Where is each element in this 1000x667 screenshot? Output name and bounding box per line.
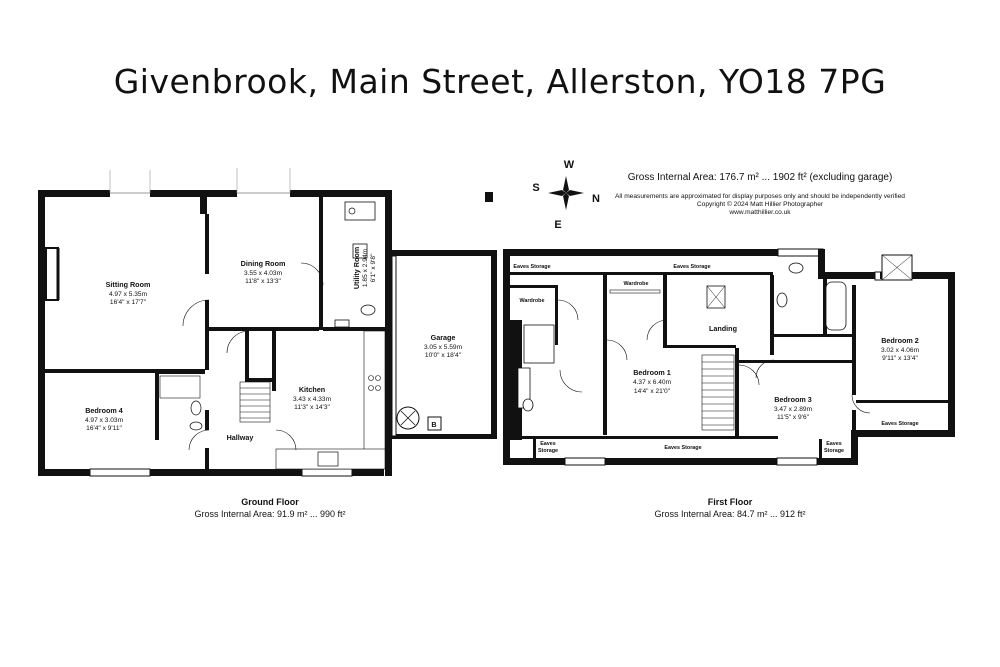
- sitting-room-metric: 4.97 x 5.35m: [109, 291, 148, 298]
- eaves-storage-bottom: Eaves Storage: [664, 445, 701, 451]
- utility-room-imperial: 6'1" x 9'8": [370, 253, 377, 282]
- wardrobe-right: Wardrobe: [624, 281, 649, 287]
- first-floor-caption: First Floor Gross Internal Area: 84.7 m²…: [630, 496, 830, 520]
- eaves-storage-top: Eaves Storage: [673, 264, 710, 270]
- storage-right-word: Storage: [824, 448, 844, 454]
- sitting-room-name: Sitting Room: [106, 280, 151, 289]
- utility-room-metric: 1.85 x 2.94m: [362, 248, 369, 287]
- website-line: www.matthillier.co.uk: [729, 209, 791, 216]
- bedroom2-imperial: 9'11" x 13'4": [882, 355, 918, 362]
- storage-left-word: Storage: [538, 448, 558, 454]
- bedroom2-metric: 3.02 x 4.06m: [881, 347, 920, 354]
- bedroom1-imperial: 14'4" x 21'0": [634, 388, 671, 395]
- boiler-label: B: [431, 420, 436, 429]
- bedroom4-name: Bedroom 4: [85, 406, 123, 415]
- first-floor-plan: [503, 248, 955, 466]
- marker-square: [485, 192, 493, 202]
- eaves-right-word: Eaves: [826, 441, 842, 447]
- dining-room-name: Dining Room: [241, 259, 286, 268]
- garage-name: Garage: [431, 333, 456, 342]
- utility-room-name: Utility Room: [352, 247, 361, 289]
- kitchen-imperial: 11'3" x 14'3": [294, 404, 330, 411]
- ground-floor-title: Ground Floor: [241, 497, 299, 507]
- kitchen-name: Kitchen: [299, 385, 325, 394]
- garage-metric: 3.05 x 5.59m: [424, 344, 463, 351]
- total-gross-area: Gross Internal Area: 176.7 m² ... 1902 f…: [627, 172, 893, 183]
- utility-room-label: Utility Room 1.85 x 2.94m 6'1" x 9'8": [352, 247, 377, 289]
- bedroom1-metric: 4.37 x 6.40m: [633, 379, 672, 386]
- ground-floor-caption: Ground Floor Gross Internal Area: 91.9 m…: [170, 496, 370, 520]
- dining-room-metric: 3.55 x 4.03m: [244, 270, 283, 277]
- bedroom3-metric: 3.47 x 2.89m: [774, 406, 813, 413]
- compass-n: N: [592, 193, 600, 205]
- bedroom1-name: Bedroom 1: [633, 368, 671, 377]
- kitchen-metric: 3.43 x 4.33m: [293, 396, 332, 403]
- wardrobe-left: Wardrobe: [520, 298, 545, 304]
- first-floor-title: First Floor: [707, 497, 753, 507]
- bedroom4-metric: 4.97 x 3.03m: [85, 417, 124, 424]
- ground-floor-area: Gross Internal Area: 91.9 m² ... 990 ft²: [194, 509, 346, 519]
- sitting-room-imperial: 16'4" x 17'7": [110, 299, 147, 306]
- garage-imperial: 10'0" x 18'4": [425, 352, 462, 359]
- eaves-storage-right: Eaves Storage: [881, 421, 918, 427]
- ground-floor-plan: [38, 168, 497, 477]
- bedroom3-name: Bedroom 3: [774, 395, 812, 404]
- eaves-storage-top-left: Eaves Storage: [513, 264, 550, 270]
- bedroom2-name: Bedroom 2: [881, 336, 919, 345]
- eaves-left-word: Eaves: [540, 441, 556, 447]
- compass-s: S: [532, 182, 539, 194]
- compass-e: E: [554, 219, 561, 231]
- compass-w: W: [564, 159, 575, 171]
- page-title: Givenbrook, Main Street, Allerston, YO18…: [113, 62, 887, 101]
- copyright-line: Copyright © 2024 Matt Hillier Photograph…: [696, 201, 824, 208]
- disclaimer-line: All measurements are approximated for di…: [615, 193, 905, 200]
- bedroom3-imperial: 11'5" x 9'6": [777, 414, 810, 421]
- first-floor-area: Gross Internal Area: 84.7 m² ... 912 ft²: [654, 509, 806, 519]
- compass-rose: W S N E: [532, 159, 600, 231]
- landing-name: Landing: [709, 324, 737, 333]
- disclaimer: All measurements are approximated for di…: [600, 193, 920, 217]
- bedroom4-imperial: 16'4" x 9'11": [86, 425, 122, 432]
- hallway-name: Hallway: [227, 433, 254, 442]
- dining-room-imperial: 11'8" x 13'3": [245, 278, 281, 285]
